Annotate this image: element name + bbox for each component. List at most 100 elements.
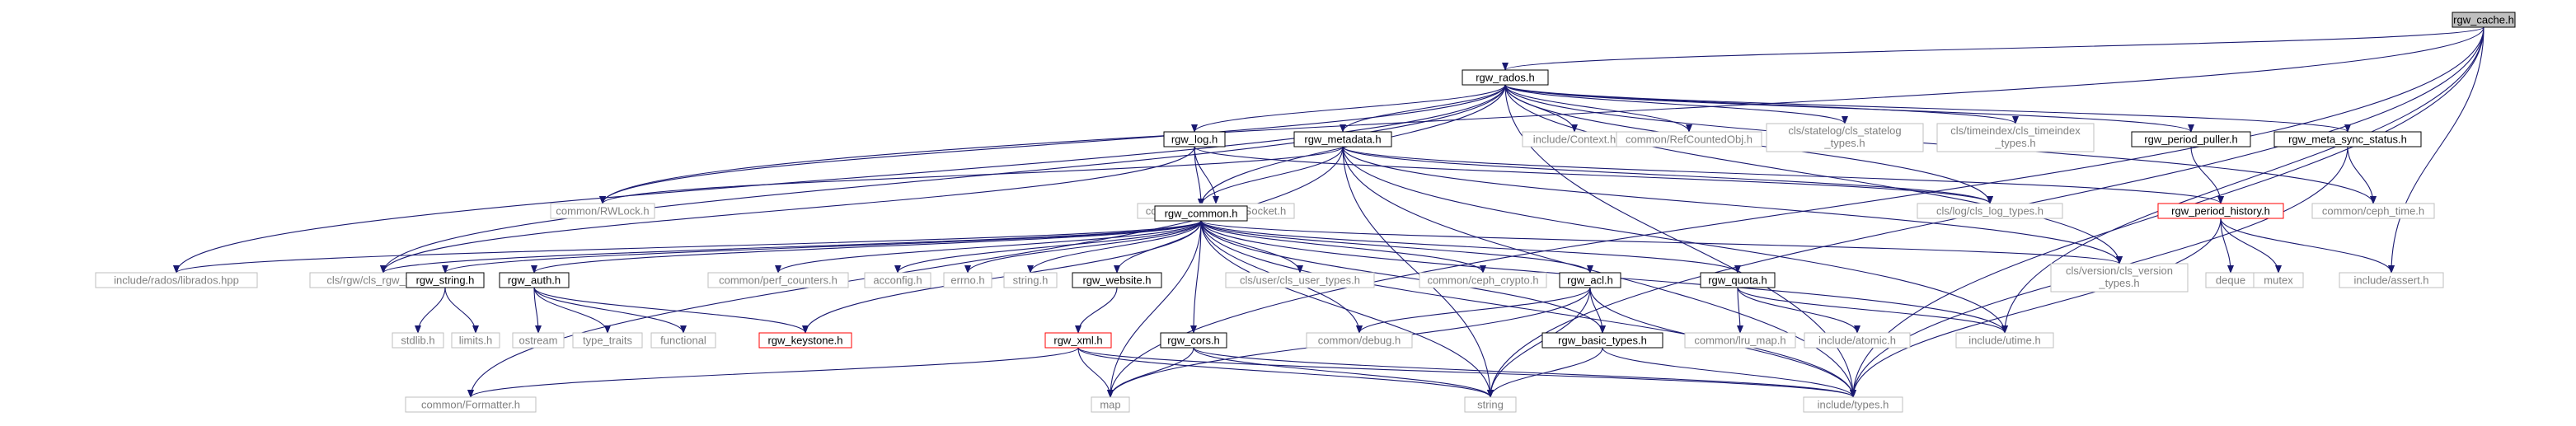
edge-rgw_cors-to-map [1107,347,1194,398]
edge-rgw_auth-to-functional [533,287,687,334]
node-deque: deque [2205,272,2256,288]
node-rgw-string[interactable]: rgw_string.h [406,272,485,288]
node-label: rgw_auth.h [508,274,561,287]
node-label: rgw_cache.h [2453,14,2514,26]
node-label: rgw_period_puller.h [2144,133,2237,146]
edge-rgw_acl-to-rgw_basic_types [1589,287,1606,334]
node-rgw-quota[interactable]: rgw_quota.h [1700,272,1776,288]
node-box [2273,131,2422,147]
node-rgw-metadata[interactable]: rgw_metadata.h [1293,131,1392,147]
node-rgw-basic-types[interactable]: rgw_basic_types.h [1541,332,1663,349]
edge-rgw_period_history-to-mutex [2220,218,2282,274]
node-box [2452,12,2516,28]
node-label: mutex [2264,274,2293,287]
node-label-line: _types.h [1994,137,2035,149]
node-rgw-common[interactable]: rgw_common.h [1154,205,1248,222]
node-label: ostream [519,335,558,347]
edge-rgw_log-to-cls_rgw_types [380,146,1195,274]
node-functional: functional [650,332,716,349]
edge-rgw_period_history-to-include_types [1850,218,2222,398]
edge-rgw_basic_types-to-include_types [1602,347,1856,398]
node-include-utime: include/utime.h [1955,332,2054,349]
edge-rgw_rados-to-rwlock [599,84,1506,204]
node-label: cls/statelog/cls_statelog_types.h [1788,124,1901,149]
node-box [572,332,643,349]
edge-rgw_common-to-include_types [1200,220,1856,398]
node-label: cls/log/cls_log_types.h [1936,205,2043,218]
node-type-traits: type_traits [572,332,643,349]
node-formatter: common/Formatter.h [405,396,537,413]
node-label: string [1477,399,1504,411]
node-label: common/Formatter.h [421,399,520,411]
edge-rgw_meta_sync_status-to-ceph_time [2347,146,2377,204]
node-label: rgw_common.h [1165,208,1238,220]
node-label-line: cls/timeindex/cls_timeindex [1950,124,2081,137]
node-box [1306,332,1413,349]
node-label: include/assert.h [2353,274,2428,287]
node-rgw-acl[interactable]: rgw_acl.h [1559,272,1621,288]
edge-rgw_quota-to-include_atomic [1737,287,1860,334]
node-box [499,272,570,288]
node-label: common/RWLock.h [556,205,649,218]
node-label: include/Context.h [1533,133,1616,146]
edge-rgw_rados-to-librados [173,84,1506,274]
edge-rgw_quota-to-include_utime [1737,287,2008,334]
node-rgw-period-puller[interactable]: rgw_period_puller.h [2131,131,2251,147]
node-rgw-cache[interactable]: rgw_cache.h [2452,12,2516,28]
node-rgw-keystone[interactable]: rgw_keystone.h [758,332,852,349]
edge-rgw_common-to-librados [173,220,1202,274]
edge-rgw_metadata-to-cls_log_types [1342,146,1993,204]
node-label: cls/user/cls_user_types.h [1240,274,1360,287]
node-rgw-xml[interactable]: rgw_xml.h [1044,332,1112,349]
node-ceph-crypto: common/ceph_crypto.h [1419,272,1547,288]
node-label: deque [2216,274,2245,287]
node-rgw-period-history[interactable]: rgw_period_history.h [2157,203,2284,219]
node-include-assert: include/assert.h [2339,272,2444,288]
edge-rgw_log-to-cls_log_types [1194,146,1993,204]
edge-rgw_common-to-string [1200,220,1494,398]
node-refcounted: common/RefCountedObj.h [1616,131,1762,147]
node-label: rgw_cors.h [1167,335,1220,347]
node-cls-user-types: cls/user/cls_user_types.h [1225,272,1375,288]
node-box [1955,332,2054,349]
edge-rgw_log-to-output_data_socket [1194,146,1219,204]
node-label: cls/timeindex/cls_timeindex_types.h [1950,124,2081,149]
node-map: map [1091,396,1130,413]
node-label: cls/version/cls_version_types.h [2066,264,2173,289]
node-cls-log-types: cls/log/cls_log_types.h [1917,203,2063,219]
node-include-types: include/types.h [1803,396,1903,413]
node-rgw-auth[interactable]: rgw_auth.h [499,272,570,288]
edge-rgw_rados-to-rgw_log [1191,84,1506,133]
node-label: map [1100,399,1120,411]
node-label: include/utime.h [1968,335,2040,347]
node-cls-version-types: cls/version/cls_version_types.h [2050,263,2189,293]
node-label: rgw_quota.h [1708,274,1767,287]
edge-rgw_metadata-to-include_types [1342,146,1856,398]
node-box [512,332,565,349]
node-box [1163,131,1226,147]
edge-rgw_rados-to-timeindex [1504,84,2019,124]
edge-rgw_metadata-to-rgw_period_history [1342,146,2224,204]
edge-rgw_acl-to-common_debug [1356,287,1591,334]
node-rgw-log[interactable]: rgw_log.h [1163,131,1226,147]
edge-rgw_metadata-to-include_utime [1342,146,2008,334]
node-label: rgw_xml.h [1053,335,1102,347]
node-limits: limits.h [451,332,500,349]
edge-rgw_rados-to-statelog [1504,84,1848,124]
node-rgw-cors[interactable]: rgw_cors.h [1160,332,1227,349]
node-rgw-website[interactable]: rgw_website.h [1072,272,1162,288]
node-box [1293,131,1392,147]
node-box [1160,332,1227,349]
edge-rgw_website-to-rgw_xml [1075,287,1118,334]
node-label: include/types.h [1818,399,1889,411]
node-box [405,396,537,413]
node-label: rgw_string.h [416,274,475,287]
edge-rgw_common-to-rgw_cors [1190,220,1202,334]
edge-rgw_cache-to-rgw_rados [1502,26,2485,71]
edge-rgw_common-to-perf_counters [775,220,1202,274]
node-label-line: _types.h [2098,277,2139,289]
node-acconfig: acconfig.h [864,272,931,288]
node-rgw-rados[interactable]: rgw_rados.h [1462,69,1549,86]
node-rgw-meta-sync-status[interactable]: rgw_meta_sync_status.h [2273,131,2422,147]
node-label: errno.h [950,274,984,287]
